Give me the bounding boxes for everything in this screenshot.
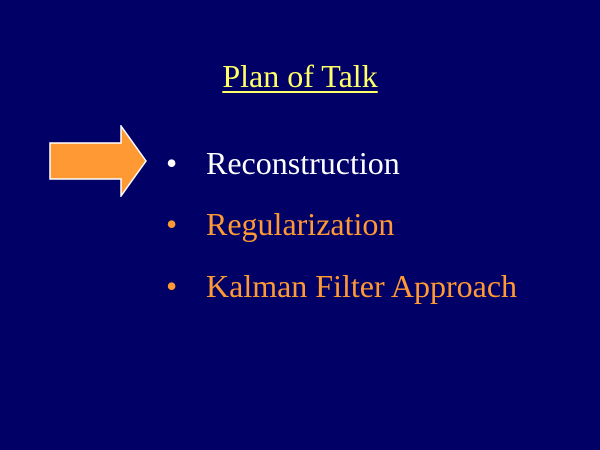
agenda-item-label: Kalman Filter Approach <box>206 268 518 304</box>
bullet: • <box>166 206 178 242</box>
agenda-item-label: Regularization <box>206 206 395 242</box>
agenda-item-label: Reconstruction <box>206 145 400 181</box>
agenda-item-reconstruction: • Reconstruction <box>166 142 400 184</box>
slide-title: Plan of Talk <box>222 58 378 94</box>
right-arrow-icon <box>49 125 147 197</box>
right-arrow-shape <box>49 125 147 197</box>
agenda-item-regularization: • Regularization <box>166 203 394 245</box>
bullet: • <box>166 145 178 181</box>
bullet: • <box>166 268 178 304</box>
agenda-item-kalman-filter-approach: • Kalman Filter Approach <box>166 265 517 307</box>
